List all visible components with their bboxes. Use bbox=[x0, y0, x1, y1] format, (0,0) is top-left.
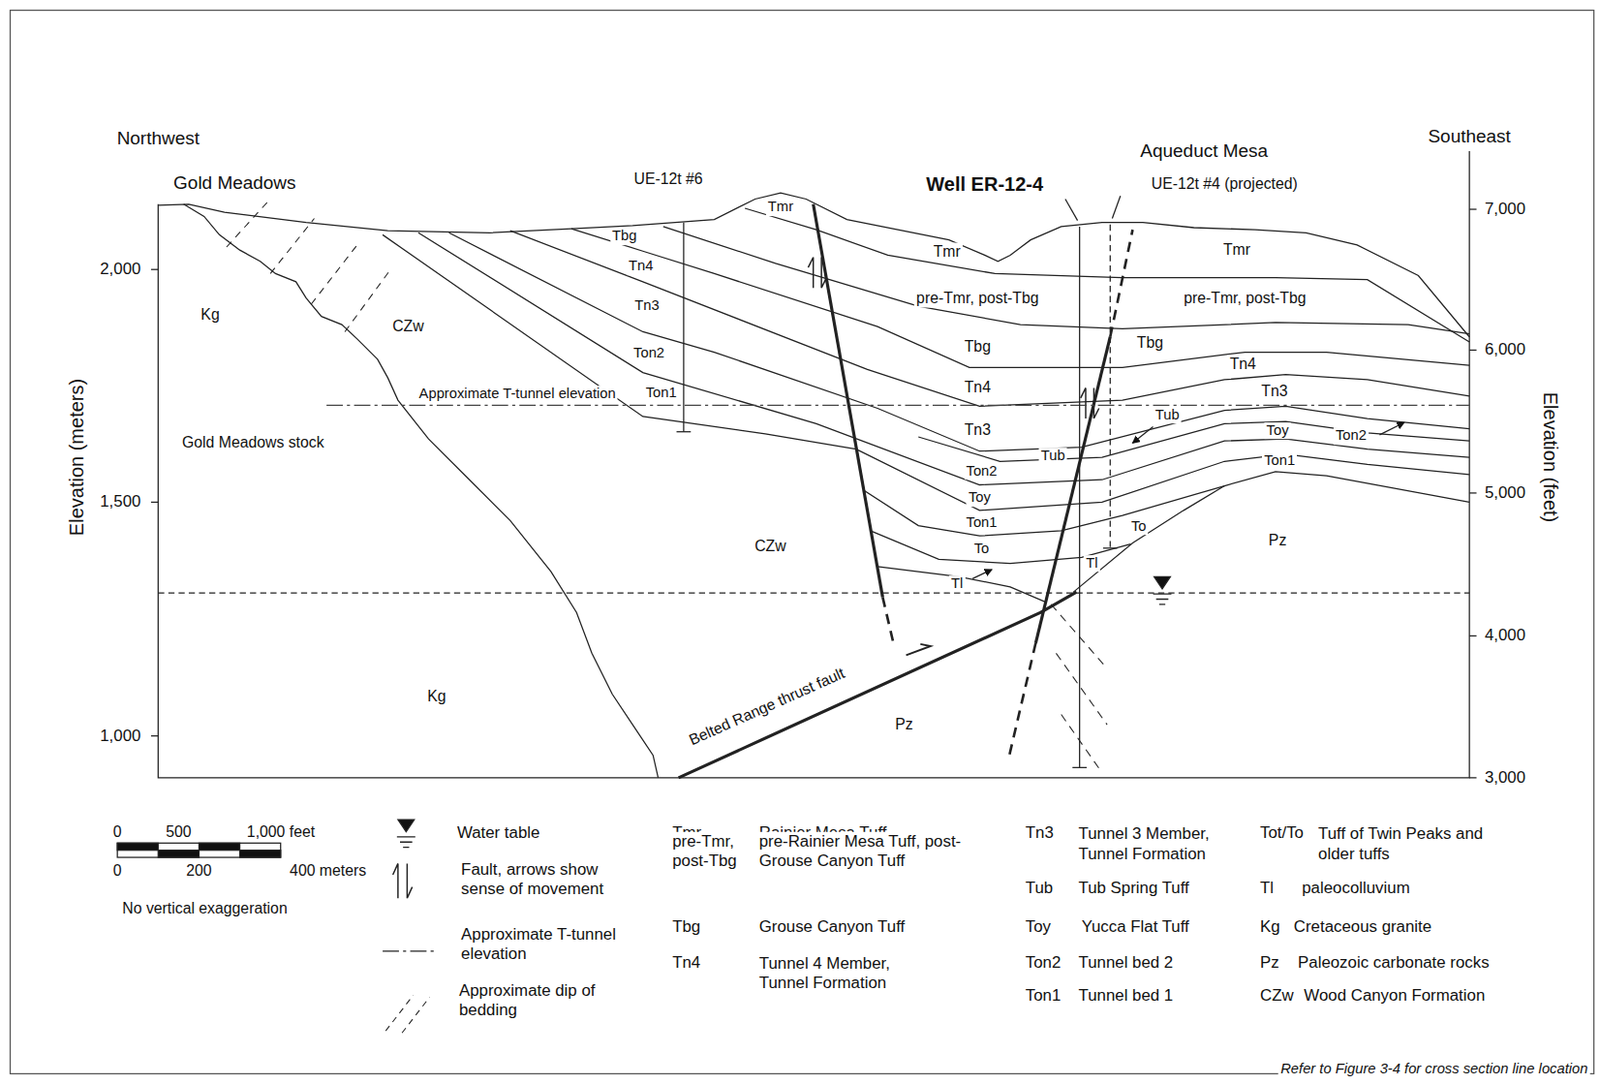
map-label: Ton1 bbox=[964, 515, 1000, 533]
scale-label: 1,000 feet bbox=[245, 822, 317, 841]
map-label: To bbox=[1129, 518, 1149, 536]
legend-definition: Grouse Canyon Tuff bbox=[757, 917, 907, 937]
legend-code: Tl bbox=[1258, 877, 1276, 897]
map-label: Tn4 bbox=[626, 257, 655, 276]
legend-code: CZw bbox=[1258, 985, 1296, 1006]
legend-definition: Cretaceous granite bbox=[1292, 917, 1434, 937]
map-label: Tn4 bbox=[1228, 355, 1259, 374]
legend-code: Toy bbox=[1023, 917, 1053, 937]
well-name: UE-12t #6 bbox=[632, 170, 706, 189]
legend-definition: Paleozoic carbonate rocks bbox=[1295, 952, 1492, 972]
map-label: Pz bbox=[892, 715, 915, 735]
map-label: Tmr bbox=[766, 198, 796, 216]
axis-title: Elevation (feet) bbox=[1538, 390, 1563, 525]
map-label: Tn3 bbox=[1259, 381, 1290, 400]
map-label: Tl bbox=[1083, 554, 1100, 573]
legend-definition: Tuff of Twin Peaks and older tuffs bbox=[1316, 824, 1494, 863]
axis-label: 1,000 bbox=[97, 726, 143, 746]
legend-definition: Tunnel 4 Member, Tunnel Formation bbox=[757, 953, 925, 993]
legend-code: Tn4 bbox=[670, 952, 703, 972]
legend-code: Ton1 bbox=[1023, 985, 1064, 1006]
map-label: Ton2 bbox=[964, 462, 1000, 481]
map-label: CZw bbox=[390, 317, 426, 337]
axis-label: 5,000 bbox=[1482, 483, 1528, 503]
legend-definition: Tunnel bed 1 bbox=[1076, 985, 1176, 1006]
legend-code: Kg bbox=[1258, 917, 1283, 937]
map-label: Ton1 bbox=[1261, 452, 1297, 470]
map-label: Tn3 bbox=[962, 420, 993, 439]
legend-text: Fault, arrows show sense of movement bbox=[459, 860, 642, 899]
map-label: pre-Tmr, post-Tbg bbox=[1181, 288, 1308, 308]
legend-definition: pre-Rainier Mesa Tuff, post-Grouse Canyo… bbox=[757, 830, 982, 870]
footnote: Refer to Figure 3-4 for cross section li… bbox=[1278, 1060, 1590, 1078]
legend-definition: Yucca Flat Tuff bbox=[1079, 917, 1192, 937]
scale-label: 200 bbox=[184, 861, 214, 880]
legend-definition: Wood Canyon Formation bbox=[1301, 985, 1487, 1006]
scale-note: No vertical exaggeration bbox=[120, 898, 289, 918]
legend-code: pre-Tmr, post-Tbg bbox=[670, 830, 756, 870]
legend-text: Approximate dip of bedding bbox=[457, 980, 625, 1019]
legend-definition: Tub Spring Tuff bbox=[1076, 877, 1192, 897]
map-label: Tbg bbox=[1135, 334, 1166, 353]
legend-code: Pz bbox=[1258, 952, 1282, 972]
axis-label: 7,000 bbox=[1482, 199, 1528, 219]
scale-label: 500 bbox=[163, 822, 193, 841]
place-name: Aqueduct Mesa bbox=[1138, 140, 1270, 163]
map-label: Ton1 bbox=[644, 384, 679, 402]
direction-label: Northwest bbox=[115, 127, 202, 151]
map-label: Toy bbox=[966, 489, 993, 507]
map-label: Ton2 bbox=[631, 344, 667, 363]
map-label: Tmr bbox=[931, 243, 963, 262]
map-label: Kg bbox=[198, 305, 221, 324]
legend-code: Tbg bbox=[670, 917, 703, 937]
axis-label: 6,000 bbox=[1482, 339, 1528, 360]
axis-label: 2,000 bbox=[97, 259, 143, 279]
legend-definition: Tunnel 3 Member, Tunnel Formation bbox=[1076, 824, 1245, 863]
map-label: Tmr bbox=[1221, 241, 1253, 260]
map-label: Ton2 bbox=[1333, 427, 1369, 445]
map-label: To bbox=[972, 540, 992, 558]
map-label: pre-Tmr, post-Tbg bbox=[914, 288, 1041, 308]
map-label: Tbg bbox=[610, 228, 639, 247]
map-label: Tbg bbox=[962, 338, 993, 357]
legend-code: Tub bbox=[1023, 877, 1055, 897]
well-name: Well ER-12-4 bbox=[923, 172, 1046, 196]
legend-code: Tot/To bbox=[1258, 823, 1306, 843]
scale-label: 400 meters bbox=[287, 861, 369, 880]
scale-label: 0 bbox=[111, 822, 124, 841]
map-label: Tl bbox=[949, 575, 965, 593]
map-label: Approximate T-tunnel elevation bbox=[417, 385, 618, 403]
axis-title: Elevation (meters) bbox=[64, 376, 89, 538]
legend-text: Approximate T-tunnel elevation bbox=[459, 923, 647, 963]
direction-label: Southeast bbox=[1425, 125, 1512, 149]
legend-code: Ton2 bbox=[1023, 952, 1064, 972]
map-label: Toy bbox=[1264, 422, 1292, 440]
map-label: Tn3 bbox=[632, 297, 661, 315]
legend-definition: Tunnel bed 2 bbox=[1076, 952, 1176, 972]
axis-label: 4,000 bbox=[1482, 625, 1528, 646]
map-label: Gold Meadows stock bbox=[180, 433, 327, 453]
scale-label: 0 bbox=[111, 861, 124, 880]
place-name: Gold Meadows bbox=[171, 171, 298, 194]
legend-code: Tn3 bbox=[1023, 823, 1056, 843]
map-label: CZw bbox=[752, 536, 788, 555]
axis-label: 1,500 bbox=[97, 492, 143, 512]
map-label: Tn4 bbox=[962, 378, 993, 398]
map-label: Tub bbox=[1153, 406, 1182, 425]
well-name: UE-12t #4 (projected) bbox=[1149, 174, 1300, 193]
map-label: Kg bbox=[425, 686, 448, 706]
map-label: Tub bbox=[1039, 447, 1068, 465]
axis-label: 3,000 bbox=[1482, 768, 1528, 788]
map-label: Pz bbox=[1266, 531, 1289, 551]
legend-text: Water table bbox=[455, 823, 543, 843]
legend-definition: paleocolluvium bbox=[1299, 877, 1412, 897]
